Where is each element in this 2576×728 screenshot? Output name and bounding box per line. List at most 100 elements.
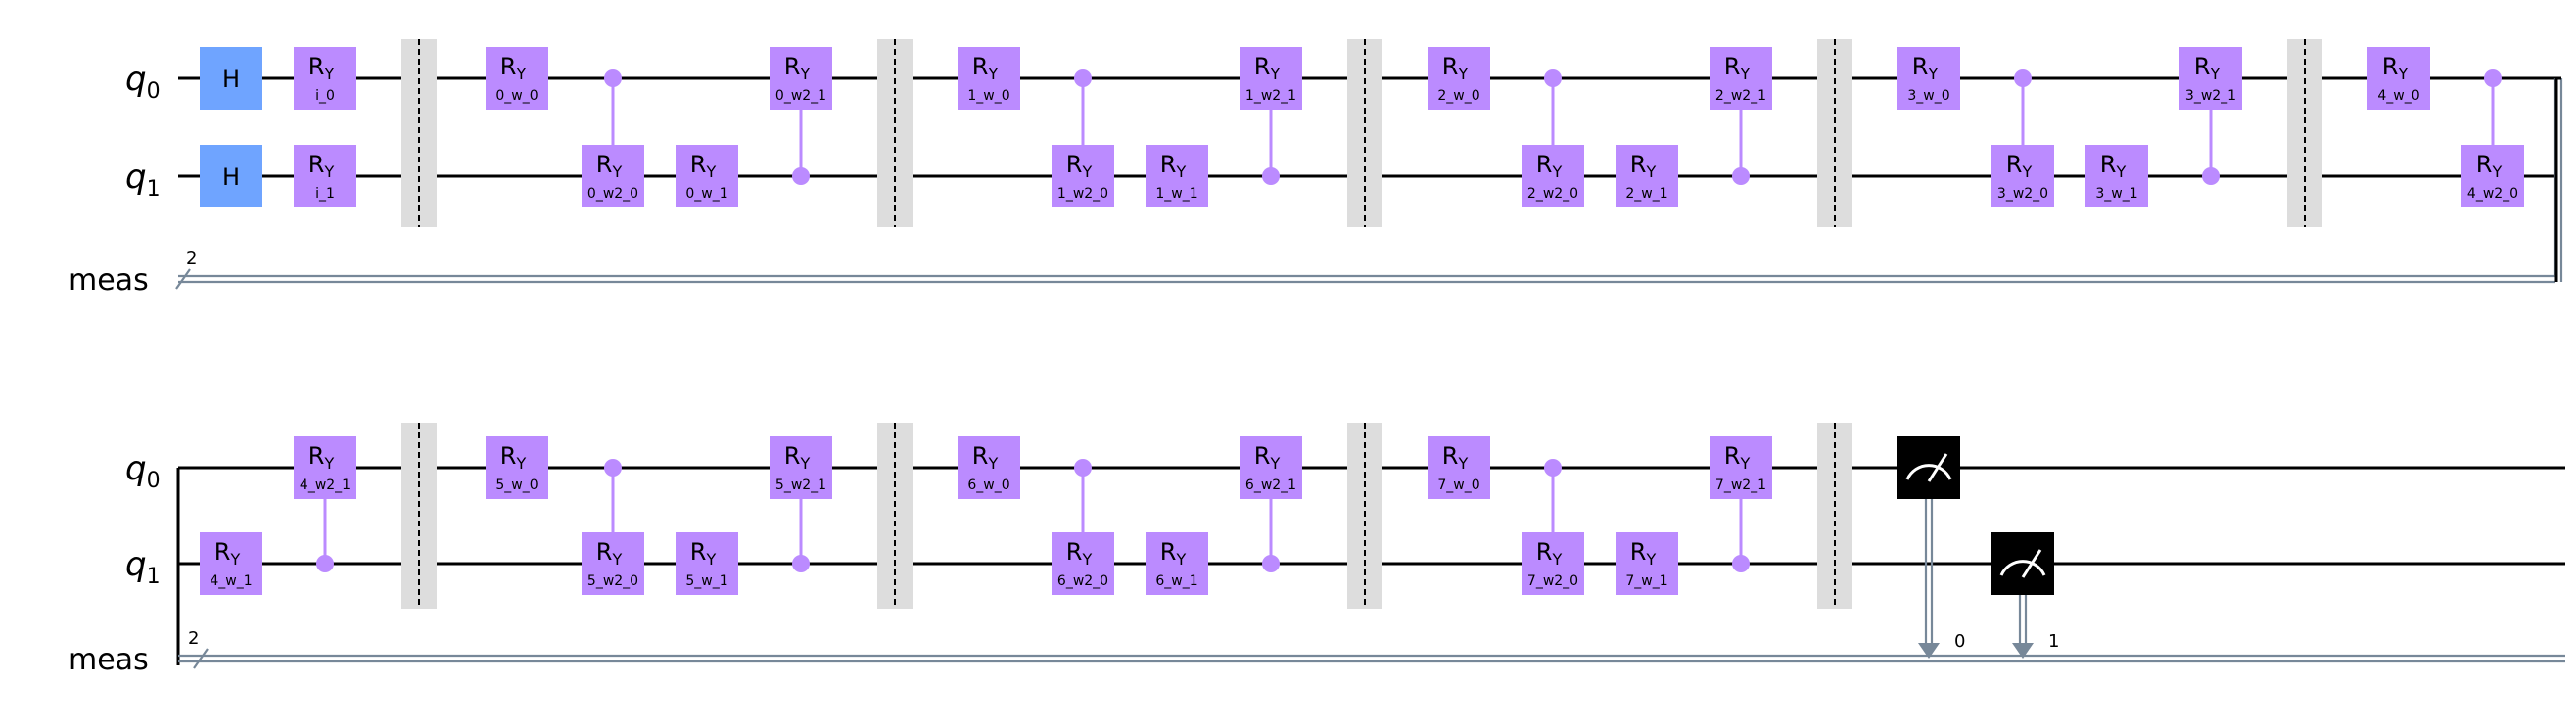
ry-gate-symbol: RY [690,538,717,569]
h-gate: H [200,145,262,207]
ry-gate-param: 3_w_0 [1907,88,1949,104]
controlled-ry-gate: RY4_w2_1 [294,436,356,572]
cry-target-gate: RY5_w2_0 [582,532,644,595]
barrier [877,39,913,227]
ry-gate: RY 3_w_0 [1897,47,1960,110]
measure-meter-needle [1927,453,1948,482]
ry-gate-symbol: RY [1254,53,1281,83]
ry-gate: RY 3_w_1 [2085,145,2148,207]
row2-meas-slash [193,648,209,669]
control-dot [1544,459,1562,477]
ry-gate-box [1146,532,1208,595]
control-dot [2484,69,2502,87]
measure-clbit-label: 1 [2048,631,2059,652]
ry-gate-param: 5_w_1 [685,573,727,589]
ry-gate-box [770,47,832,110]
controlled-ry-gate: RY5_w2_1 [770,436,832,572]
ry-gate-param: 2_w2_0 [1527,186,1578,202]
ry-gate: RY 5_w_1 [676,532,738,595]
controlled-ry-gate: RY6_w2_1 [1240,436,1302,572]
ry-gate-symbol: RY [972,442,999,473]
ry-gate-param: 1_w_0 [967,88,1009,104]
ry-gate-box [958,436,1020,499]
ry-gate-box [582,532,644,595]
ry-gate-param: 4_w2_0 [2467,186,2518,202]
ry-gate-box [1522,532,1584,595]
ry-gate: RY4_w_0 [2367,47,2430,110]
row1-labels: q0 q1 meas 2 [69,60,197,297]
ry-gate-param: 2_w2_1 [1715,88,1766,104]
ry-gate-param: 7_w2_1 [1715,478,1766,493]
ry-gate-param: 0_w2_1 [775,88,826,104]
ry-gate-box [2367,47,2430,110]
measure-box [1991,532,2054,595]
ry-gate-symbol: RY [1536,151,1563,181]
ry-gate-box [1428,436,1490,499]
ry-gate-symbol: RY [308,151,335,181]
barrier [877,423,913,609]
ry-gate-box [1991,145,2054,207]
ry-gate: RY2_w_0 [1428,47,1490,110]
ry-gate-box [294,47,356,110]
ry-gate-param: 5_w_0 [495,478,538,493]
ry-gate-symbol: RY [1254,442,1281,473]
control-dot [1732,555,1750,572]
ry-gate-symbol: RY [2476,151,2503,181]
cry-target-gate: RY 2_w2_1 [1710,47,1772,110]
cry-target-gate: RY 0_w2_1 [770,47,832,110]
ry-gate-param: 4_w_1 [210,573,252,589]
ry-gate-symbol: RY [1912,53,1939,83]
controlled-ry-gate: RY6_w2_0 [1052,459,1114,595]
measure-box [1897,436,1960,499]
ry-gate-param: 7_w2_0 [1527,573,1578,589]
ry-gate-box [1522,145,1584,207]
h-gate-symbol: H [222,66,240,93]
barrier [2287,39,2322,227]
row2-q0-label: q0 [125,449,161,493]
controlled-ry-gate: RY 0_w2_1 [770,47,832,185]
measure-meter-needle [2021,549,2042,578]
control-dot [1732,167,1750,185]
ry-gate: RY0_w_1 [676,145,738,207]
ry-gate-symbol: RY [1630,538,1657,569]
cry-target-gate: RY6_w2_0 [1052,532,1114,595]
ry-gate-box [1240,47,1302,110]
ry-gate-param: 3_w_1 [2095,186,2137,202]
ry-gate-symbol: RY [2100,151,2127,181]
controlled-ry-gate: RY 4_w2_0 [2461,69,2524,207]
ry-gate: RY 6_w_0 [958,436,1020,499]
control-dot [1262,167,1280,185]
measure-clbit-label: 0 [1954,631,1965,652]
ry-gate-box [1616,145,1678,207]
ry-gate-box [1897,47,1960,110]
ry-gate-param: i_0 [315,88,335,104]
ry-gate-symbol: RY [1724,53,1751,83]
ry-gate-param: 3_w2_1 [2185,88,2236,104]
cry-target-gate: RY0_w2_0 [582,145,644,207]
ry-gate-param: 2_w_1 [1625,186,1667,202]
ry-gate-symbol: RY [1442,53,1469,83]
row2-operations: RY4_w_1RY4_w2_1RY5_w_0RY5_w2_0RY5_w_1RY5… [200,423,2059,659]
ry-gate-box [486,436,548,499]
row1-q1-label: q1 [125,158,161,202]
ry-gate-param: i_1 [315,186,335,202]
ry-gate-param: 7_w_0 [1437,478,1479,493]
ry-gate: RY1_w_1 [1146,145,1208,207]
ry-gate-box [1052,532,1114,595]
ry-gate-box [1710,47,1772,110]
ry-gate-param: 0_w_0 [495,88,538,104]
ry-gate-symbol: RY [784,53,811,83]
row1-operations: HHRYi_0RYi_1RY0_w_0RY0_w2_0RY0_w_1RY0_w2… [200,39,2524,227]
control-dot [2202,167,2220,185]
measure-meter-arc [1999,560,2046,576]
controlled-ry-gate: RY1_w2_0 [1052,69,1114,207]
ry-gate-box [200,532,262,595]
barrier [1817,39,1852,227]
row2-labels: q0 q1 meas 2 [69,449,209,677]
ry-gate-symbol: RY [596,538,623,569]
cry-target-gate: RY4_w2_1 [294,436,356,499]
ry-gate-param: 6_w_0 [967,478,1009,493]
ry-gate-symbol: RY [500,442,527,473]
ry-gate-symbol: RY [1536,538,1563,569]
